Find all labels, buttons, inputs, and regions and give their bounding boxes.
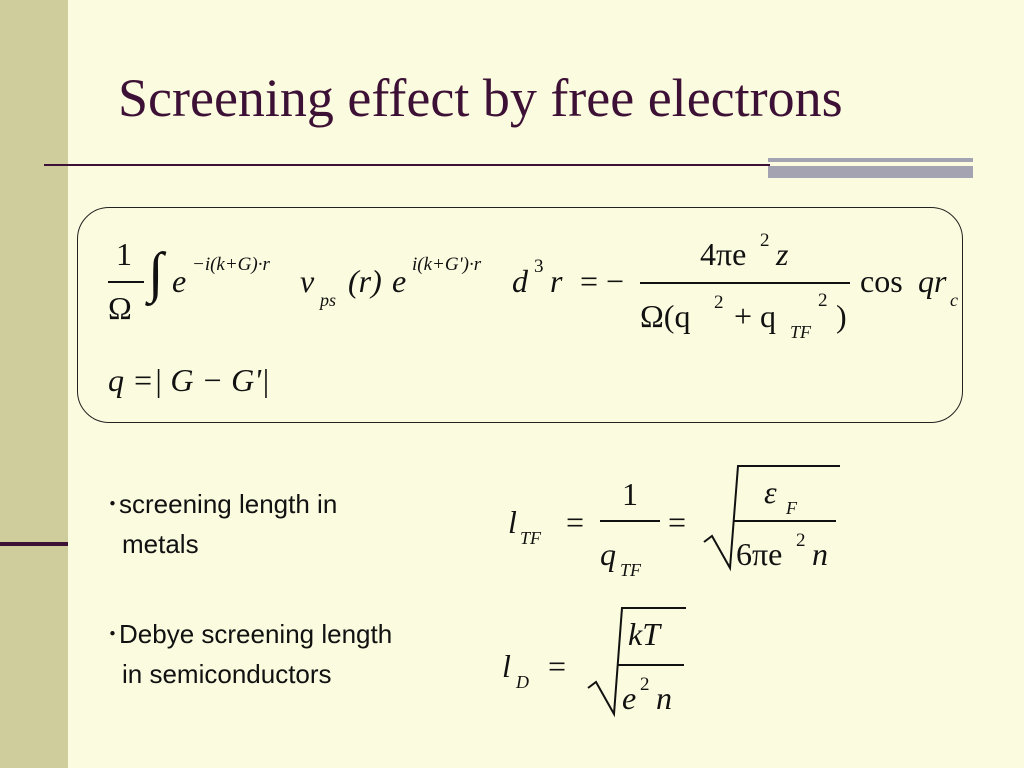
d-num: kT [628,616,660,652]
tf-den-1: q [600,536,616,572]
v-subscript: ps [320,290,337,310]
qr-term: qr [918,263,947,299]
rhs-denominator-close: ) [836,298,847,334]
tf-num-1: 1 [622,476,638,512]
tf-fraction-line-2 [734,520,836,522]
d-fraction-line [618,664,684,666]
integral-sign: ∫ [148,242,164,304]
tf-num-2: ε [764,474,777,510]
title-rule [44,164,770,166]
tf-den-1-sub: TF [620,560,642,580]
d-eq: = [548,648,567,684]
v-symbol: v [300,263,315,299]
exp-base-2: e [392,263,407,299]
bullet-line-2: in semiconductors [122,659,332,689]
d-den-n: n [656,680,672,716]
equation-q: q =| G − G'| [108,362,270,398]
equation-box [77,207,963,423]
rhs-numerator-sup: 2 [760,230,770,251]
bullet-line-2: metals [122,529,199,559]
bullet-debye-length: ･Debye screening length in semiconductor… [106,614,392,694]
rhs-denominator-plus: + q [734,298,777,334]
tf-den-2: 6πe [736,536,783,572]
d-symbol: d [512,263,528,299]
tf-sqrt-sign [703,465,840,572]
slide-title: Screening effect by free electrons [118,68,843,128]
bullet-line-1: Debye screening length [119,619,393,649]
r-argument: (r) [348,263,382,299]
d-den-sup: 2 [640,674,650,695]
tf-fraction-line-1 [600,520,660,522]
qr-subscript: c [950,290,958,310]
bullet-marker: ･ [106,619,120,649]
exp-power-2: i(k+G')·r [412,254,482,275]
cos-function: cos [860,263,903,299]
equals-minus: = − [580,263,625,299]
tf-eq-2: = [668,504,687,540]
d-den: e [622,680,637,716]
tf-l-sub: TF [520,528,542,548]
d-l-sub: D [516,672,529,692]
rhs-numerator-z: z [776,236,789,272]
lhs-denominator: Ω [108,290,132,326]
exp-power-1: −i(k+G)·r [192,254,270,275]
lhs-fraction-line [108,281,144,283]
tf-eq-1: = [566,504,585,540]
rhs-denominator-open: Ω(q [640,298,691,334]
rhs-denominator-sup: 2 [714,292,724,313]
tf-den-2-sup: 2 [796,530,806,551]
bullet-marker: ･ [106,489,120,519]
bullet-line-1: screening length in [119,489,338,519]
rhs-denominator-sub: TF [790,322,812,342]
bullet-screening-length: ･screening length in metals [106,484,337,564]
rhs-denominator-sup2: 2 [818,290,828,311]
d-l: l [502,648,511,684]
tf-l: l [508,504,517,540]
lhs-numerator: 1 [116,236,132,272]
sidebar-band [0,0,68,768]
rhs-numerator: 4πe [700,236,747,272]
d-superscript: 3 [534,256,544,277]
tf-num-2-sub: F [786,498,797,518]
accent-bar [768,158,973,178]
sidebar-rule [0,542,68,546]
rhs-fraction-line [640,282,850,284]
r-variable: r [550,263,563,299]
tf-den-2-n: n [812,536,828,572]
d-sqrt-sign [587,607,686,718]
exp-base-1: e [172,263,187,299]
